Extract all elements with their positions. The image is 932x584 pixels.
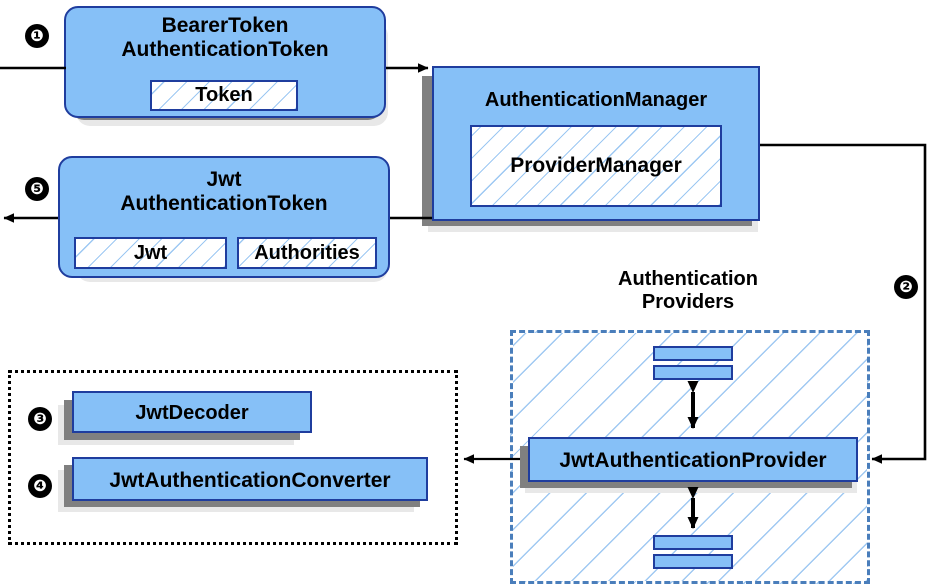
- step-badge-2: ❷: [894, 275, 918, 299]
- jwt-token-inner-jwt[interactable]: Jwt: [74, 237, 227, 269]
- step-badge-4: ❹: [28, 474, 52, 498]
- bearer-token-inner-token[interactable]: Token: [150, 80, 298, 111]
- jwt-authentication-token-title: Jwt AuthenticationToken: [120, 168, 328, 215]
- step-badge-5: ❺: [25, 177, 49, 201]
- bearer-token-title: BearerToken AuthenticationToken: [121, 14, 329, 61]
- authentication-manager-title: AuthenticationManager: [484, 89, 708, 111]
- provider-stub-bar-bottom-1: [653, 535, 733, 550]
- jwt-decoder-title: JwtDecoder: [135, 402, 249, 424]
- jwt-support-region: [8, 370, 458, 545]
- node-jwt-authentication-converter[interactable]: JwtAuthenticationConverter: [72, 457, 428, 501]
- node-jwt-authentication-provider[interactable]: JwtAuthenticationProvider: [528, 437, 858, 482]
- step-badge-3: ❸: [28, 407, 52, 431]
- provider-stub-bar-top-2: [653, 365, 733, 380]
- step-badge-1: ❶: [25, 24, 49, 48]
- provider-stub-bar-top-1: [653, 346, 733, 361]
- node-jwt-decoder[interactable]: JwtDecoder: [72, 391, 312, 433]
- jwt-authentication-provider-title: JwtAuthenticationProvider: [559, 449, 827, 472]
- jwt-token-inner-authorities[interactable]: Authorities: [237, 237, 377, 269]
- provider-stub-bar-bottom-2: [653, 554, 733, 569]
- authentication-providers-label: Authentication Providers: [618, 268, 758, 313]
- authentication-manager-inner-provider-manager[interactable]: ProviderManager: [470, 125, 722, 207]
- jwt-authentication-converter-title: JwtAuthenticationConverter: [109, 469, 391, 492]
